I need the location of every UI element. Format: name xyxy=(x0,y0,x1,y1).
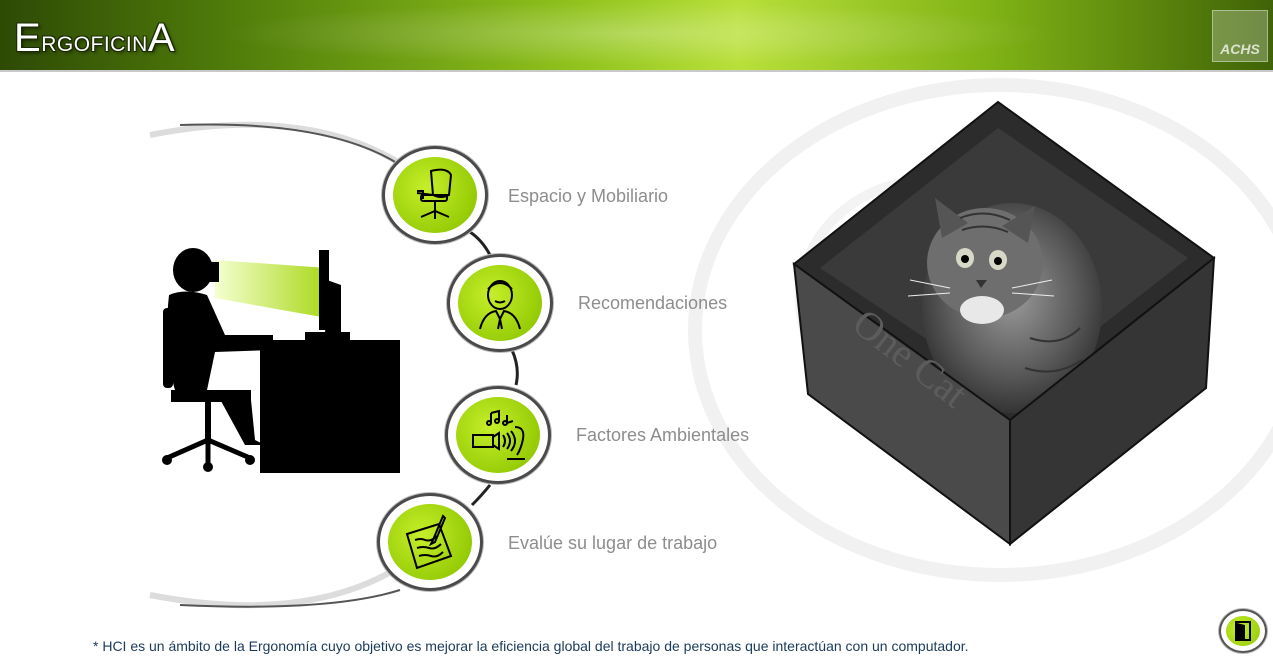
man-portrait-icon xyxy=(479,280,521,330)
header-bar: ErgoficinA ACHS xyxy=(0,0,1273,72)
cat-in-box-photo: One Cat xyxy=(792,100,1216,547)
logo-text: ACHS xyxy=(1220,41,1260,57)
menu-label-ambientales[interactable]: Factores Ambientales xyxy=(576,425,750,445)
menu-button-evalue[interactable] xyxy=(377,493,483,591)
sound-noise-icon xyxy=(472,409,525,460)
office-chair-icon xyxy=(416,168,453,219)
document-pen-icon xyxy=(405,514,453,570)
footer-note: * HCI es un ámbito de la Ergonomía cuyo … xyxy=(93,638,969,654)
menu-label-evalue[interactable]: Evalúe su lugar de trabajo xyxy=(508,533,718,553)
header-sheen xyxy=(0,0,1273,70)
achs-logo: ACHS xyxy=(1212,10,1268,62)
menu-label-espacio[interactable]: Espacio y Mobiliario xyxy=(508,186,669,206)
menu-label-recomendaciones[interactable]: Recomendaciones xyxy=(578,293,728,313)
menu-button-espacio[interactable] xyxy=(382,146,488,244)
app-title: ErgoficinA xyxy=(14,16,176,60)
desk-worker-silhouette xyxy=(162,248,400,473)
menu-button-ambientales[interactable] xyxy=(445,386,551,484)
menu-button-recomendaciones[interactable] xyxy=(447,254,553,352)
exit-button[interactable] xyxy=(1219,609,1267,653)
exit-door-icon xyxy=(1235,621,1251,641)
